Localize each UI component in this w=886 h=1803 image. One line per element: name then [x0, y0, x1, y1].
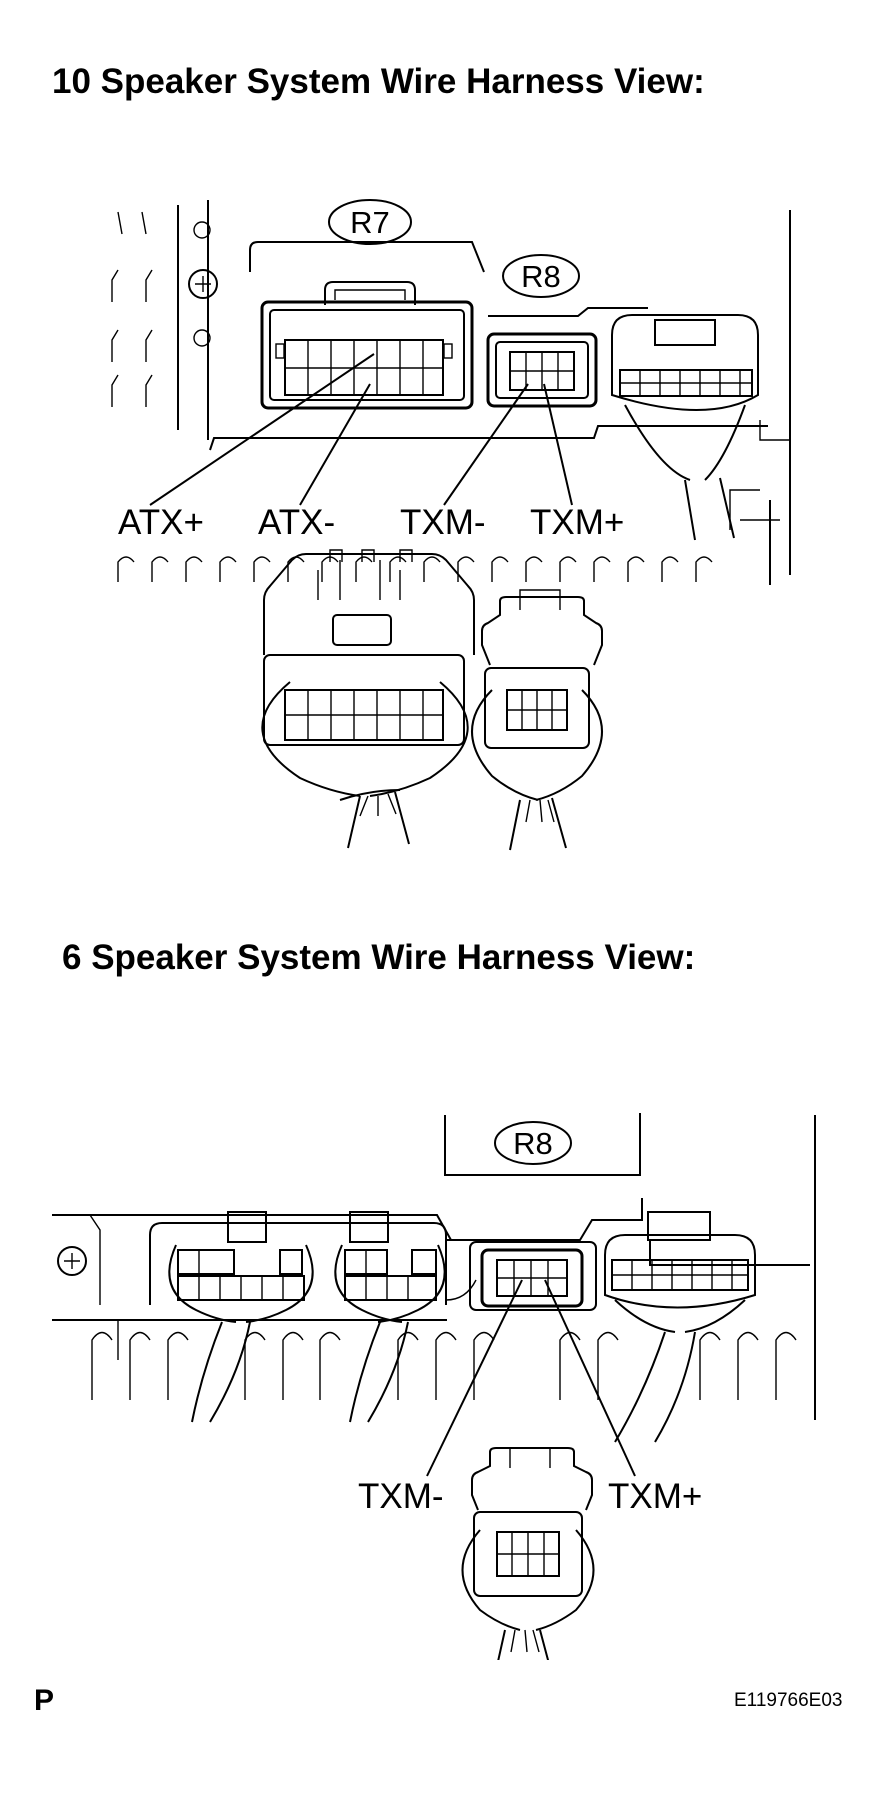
top-diagram-title: 10 Speaker System Wire Harness View:	[52, 62, 705, 101]
figure-code: E119766E03	[734, 1690, 843, 1711]
r8-housing-outline	[488, 307, 648, 317]
r8-label: R8	[521, 259, 561, 294]
heat-sink-fins	[91, 1331, 797, 1400]
r7-label: R7	[350, 205, 390, 240]
r8-connector	[486, 332, 598, 408]
base-plate-edge	[209, 425, 768, 451]
r8-tag: R8	[494, 1121, 572, 1165]
r7-mating-plug	[261, 549, 475, 849]
atx-minus-label: ATX-	[258, 503, 335, 542]
left-connector-pair	[149, 1211, 447, 1423]
panel-left-details	[111, 200, 211, 440]
heat-sink-fins	[117, 556, 713, 582]
atx-plus-label: ATX+	[118, 503, 204, 542]
screw-icon	[57, 1246, 87, 1276]
r8-mating-plug	[471, 589, 603, 851]
base-frame	[52, 1198, 810, 1321]
unlabeled-connector	[604, 1211, 756, 1443]
bottom-harness-diagram: R8 TXM- TXM+	[52, 1113, 816, 1660]
bottom-diagram-title: 6 Speaker System Wire Harness View:	[62, 938, 696, 977]
txm-minus-label: TXM-	[400, 503, 486, 542]
leader-lines	[426, 1279, 636, 1477]
txm-minus-label: TXM-	[358, 1477, 444, 1516]
top-harness-diagram: R7 R8 ATX+ ATX- TXM- TXM+	[111, 199, 791, 851]
r8-mating-plug	[461, 1447, 595, 1660]
unlabeled-connector	[611, 314, 759, 541]
leader-lines	[149, 353, 573, 506]
r8-connector	[469, 1241, 597, 1311]
r8-tag: R8	[502, 254, 580, 298]
page-letter: P	[34, 1684, 55, 1717]
txm-plus-label: TXM+	[608, 1477, 702, 1516]
r8-label: R8	[513, 1126, 553, 1161]
r7-tag: R7	[328, 199, 412, 245]
txm-plus-label: TXM+	[530, 503, 624, 542]
screw-icon	[188, 269, 218, 299]
r7-housing-outline	[249, 241, 485, 273]
